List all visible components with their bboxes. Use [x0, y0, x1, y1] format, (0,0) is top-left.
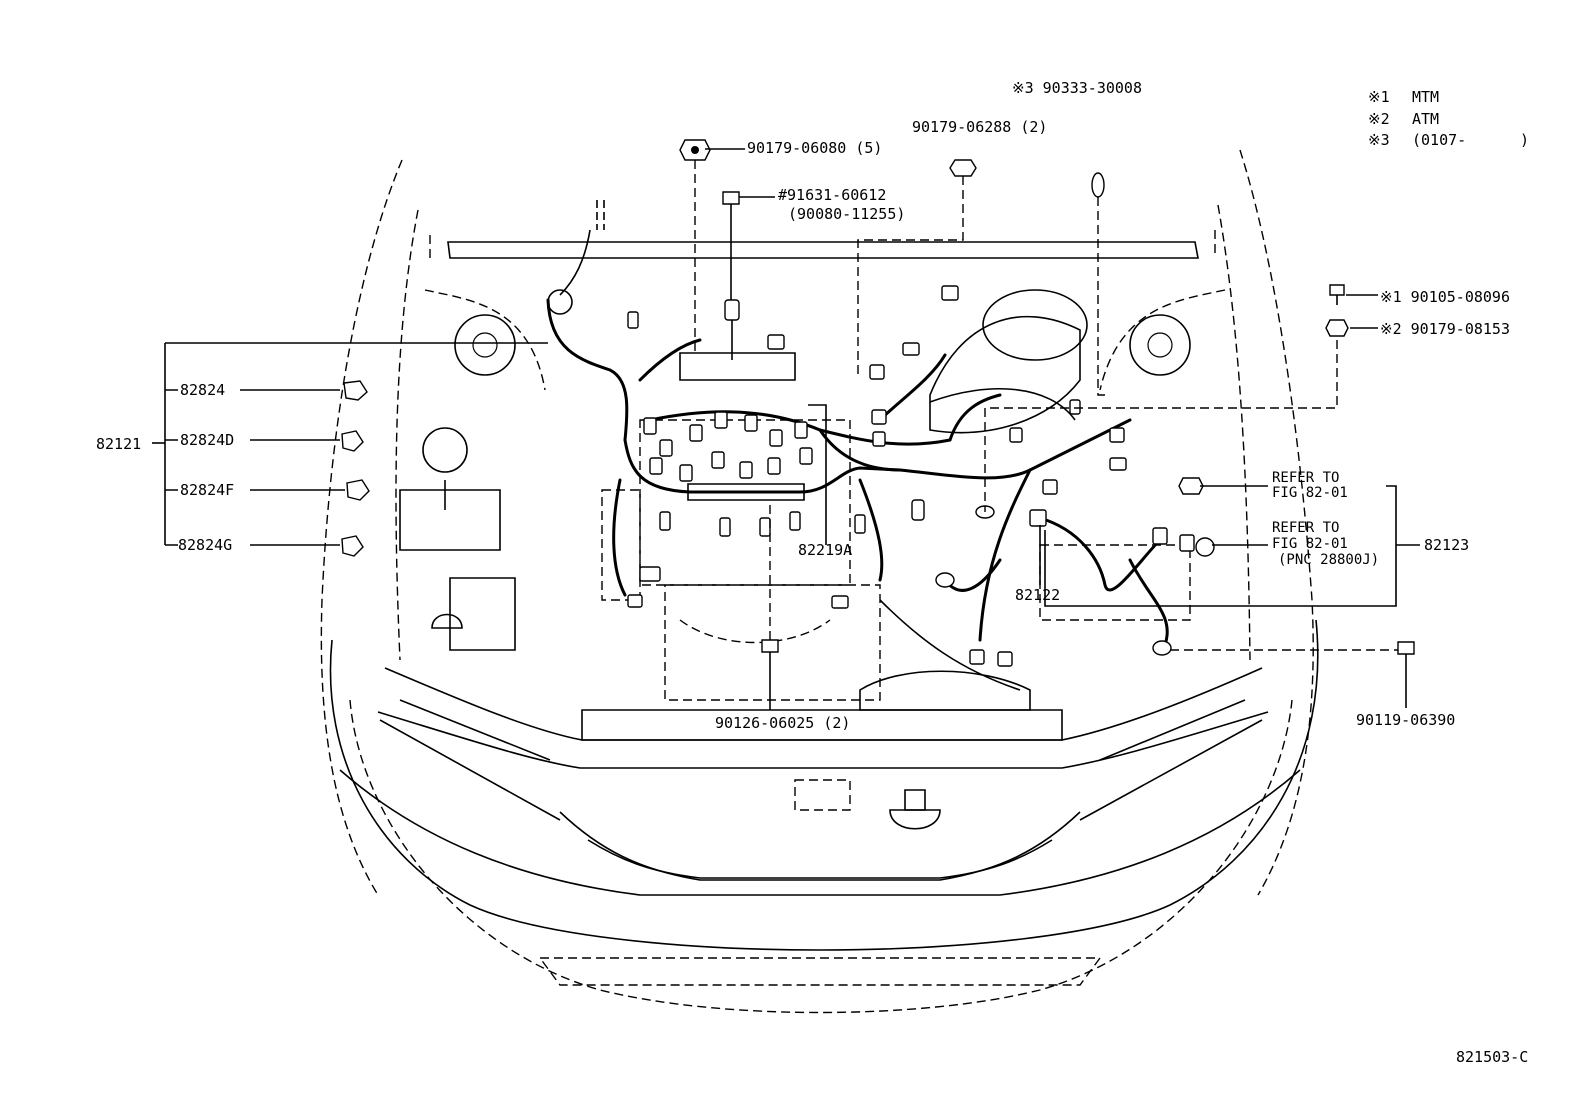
- label-82824g: 82824G: [178, 536, 232, 554]
- bolt-icon: [1397, 641, 1415, 670]
- callout-nut-top-center: 90179-06288 (2): [912, 118, 1047, 136]
- label-82219a: 82219A: [798, 541, 852, 559]
- note-2-text: ATM: [1412, 110, 1439, 128]
- label-82824d: 82824D: [180, 431, 234, 449]
- refer-2-line3: (PNC 28800J): [1278, 552, 1379, 568]
- harness-connectors: [627, 285, 1215, 667]
- reference-notes: REFER TO FIG 82-01 REFER TO FIG 82-01 (P…: [1272, 470, 1379, 568]
- note-2-mark: ※2: [1368, 110, 1390, 128]
- harness-labels: 82121 82824 82824D 82824F 82824G 82219A …: [96, 381, 1469, 604]
- label-82121: 82121: [96, 435, 141, 453]
- nut-icon: [679, 139, 711, 161]
- figure-code: 821503-C: [1456, 1048, 1528, 1066]
- callout-bolt-bottom-right: 90119-06390: [1356, 711, 1455, 729]
- leader-lines: [152, 148, 1420, 607]
- callout-bolt-right-1: ※1 90105-08096: [1380, 288, 1510, 306]
- engine-bay-components: [399, 289, 1191, 711]
- refer-2-line1: REFER TO: [1272, 520, 1339, 536]
- note-3-text: (0107-: [1412, 131, 1466, 149]
- bolt-icon: [722, 191, 740, 220]
- notes-legend: ※1 MTM ※2 ATM ※3 (0107- ): [1368, 88, 1529, 149]
- refer-2-line2: FIG 82-01: [1272, 536, 1348, 552]
- label-82824f: 82824F: [180, 481, 234, 499]
- callout-bolt-hash: #91631-60612: [778, 186, 886, 204]
- label-82123: 82123: [1424, 536, 1469, 554]
- connector-parts: [341, 380, 370, 557]
- note-3-mark: ※3: [1368, 131, 1390, 149]
- nut-icon: [1178, 477, 1204, 495]
- label-82824: 82824: [180, 381, 225, 399]
- fasteners: [679, 139, 1415, 710]
- refer-1-line2: FIG 82-01: [1272, 485, 1348, 501]
- callout-nut-top: 90179-06080 (5): [747, 139, 882, 157]
- callout-nut-right-2: ※2 90179-08153: [1380, 320, 1510, 338]
- callout-bolt-hash-alt: (90080-11255): [788, 205, 905, 223]
- note-1-mark: ※1: [1368, 88, 1390, 106]
- part-callouts: 90179-06080 (5) #91631-60612 (90080-1125…: [715, 79, 1510, 732]
- bolt-icon: [761, 639, 779, 668]
- car-body-outline: [320, 149, 1319, 1014]
- callout-bolt-bottom-center: 90126-06025 (2): [715, 714, 850, 732]
- nut-icon: [949, 159, 977, 177]
- callout-clip-top: ※3 90333-30008: [1012, 79, 1142, 97]
- nut-icon: [1325, 319, 1349, 337]
- wire-harness-main: [546, 200, 1169, 647]
- label-82122: 82122: [1015, 586, 1060, 604]
- clip-icon: [1091, 172, 1105, 198]
- note-3-suffix: ): [1520, 131, 1529, 149]
- bolt-icon: [1329, 284, 1345, 305]
- note-1-text: MTM: [1412, 88, 1439, 106]
- refer-1-line1: REFER TO: [1272, 470, 1339, 486]
